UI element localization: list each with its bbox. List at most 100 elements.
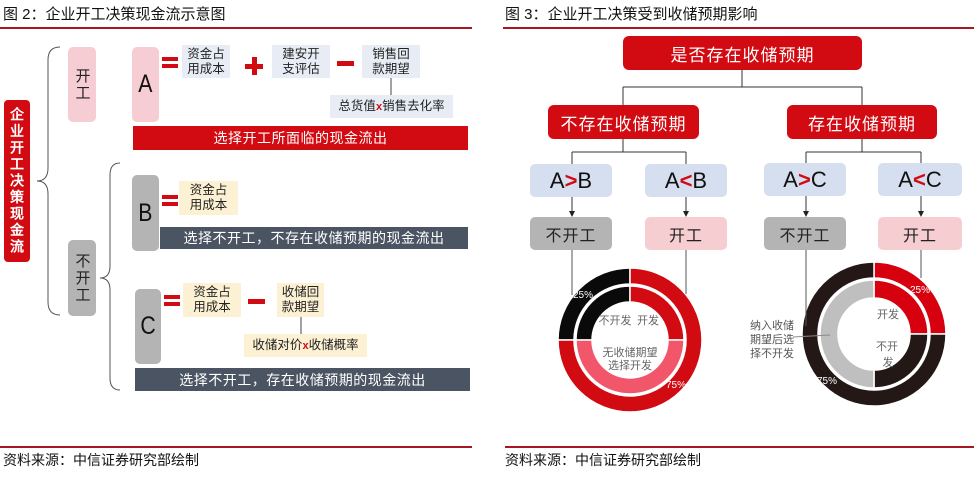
term-line: 资金占 bbox=[187, 46, 225, 61]
term-construction-cost: 建安开 支评估 bbox=[272, 45, 330, 78]
branch-start-box: 开工 bbox=[68, 47, 96, 122]
letter-a-box: A bbox=[132, 47, 159, 122]
outer-segment-not-develop bbox=[801, 261, 947, 407]
pct-label-75: 75% bbox=[666, 380, 686, 391]
figure2-title: 图 2：企业开工决策现金流示意图 bbox=[3, 6, 226, 23]
term-line: 收储回 bbox=[281, 285, 320, 299]
side-label-leader-line bbox=[792, 334, 831, 338]
donut-with-storage-expectation: 25% 75% 开发 不开 发 纳入收储 期望后选 择不开发 bbox=[750, 261, 947, 407]
outflow-bar-c: 选择不开工，存在收储预期的现金流出 bbox=[135, 368, 470, 391]
center-label-bottom-line1: 无收储期望 bbox=[603, 345, 658, 359]
term-line: 用成本 bbox=[187, 61, 225, 76]
decision-not-start: 不开工 bbox=[530, 217, 612, 250]
figure3-source: 资料来源：中信证券研究部绘制 bbox=[505, 452, 701, 468]
outflow-bar-b: 选择不开工，不存在收储预期的现金流出 bbox=[160, 227, 468, 249]
term-line: 销售回 bbox=[372, 46, 410, 61]
term-storage-return: 收储回 款期望 bbox=[277, 283, 324, 317]
side-label-line1: 纳入收储 bbox=[750, 318, 794, 332]
no-start-brace bbox=[99, 162, 121, 391]
letter-b-box: B bbox=[132, 175, 159, 251]
multiply-icon: x bbox=[375, 100, 383, 113]
figure2-footer-rule bbox=[0, 446, 472, 448]
figure3-title: 图 3：企业开工决策受到收储预期影响 bbox=[505, 6, 758, 23]
inner-segment-no-expectation-develop bbox=[575, 339, 685, 395]
sub-formula-left: 收储对价 bbox=[252, 337, 303, 352]
sub-formula-storage: 收储对价x收储概率 bbox=[244, 334, 367, 357]
outer-segment-develop bbox=[557, 267, 703, 413]
letter-b: B bbox=[138, 198, 153, 227]
arrow-head-icon bbox=[803, 211, 809, 217]
case-right: C bbox=[925, 166, 942, 192]
center-label-develop: 开发 bbox=[877, 307, 899, 321]
tree-node-no-expectation: 不存在收储预期 bbox=[548, 105, 699, 139]
tree-root-node: 是否存在收储预期 bbox=[623, 36, 862, 70]
multiply-icon: x bbox=[302, 339, 309, 352]
branch-no-start-label: 不开工 bbox=[73, 252, 91, 304]
term-line: 支评估 bbox=[282, 61, 320, 76]
sub-formula-right: 收储概率 bbox=[308, 337, 359, 352]
case-a-gt-b: A>B bbox=[530, 164, 612, 197]
letter-c-box: C bbox=[135, 289, 161, 364]
term-line: 款期望 bbox=[372, 61, 410, 76]
case-a-gt-c: A>C bbox=[764, 163, 846, 196]
center-label-not-develop-line2: 发 bbox=[883, 355, 894, 369]
case-right: B bbox=[577, 167, 593, 193]
center-label-bottom-line2: 选择开发 bbox=[608, 358, 652, 372]
greater-than-icon: > bbox=[797, 166, 811, 192]
term-capital-cost: 资金占 用成本 bbox=[182, 45, 230, 78]
tree-connector-root bbox=[622, 70, 863, 105]
side-label-line3: 择不开发 bbox=[750, 346, 794, 360]
donut-connector-lines bbox=[571, 250, 922, 326]
figure2-title-rule bbox=[0, 27, 472, 29]
term-sales-return: 销售回 款期望 bbox=[362, 45, 420, 78]
term-line: 建安开 bbox=[282, 46, 320, 61]
figure2-source: 资料来源：中信证券研究部绘制 bbox=[3, 452, 199, 468]
pct-label-25: 25% bbox=[910, 285, 930, 296]
letter-a: A bbox=[138, 70, 153, 98]
greater-than-icon: > bbox=[564, 167, 578, 193]
outflow-bar-a: 选择开工所面临的现金流出 bbox=[133, 126, 468, 150]
case-left: A bbox=[898, 166, 913, 192]
case-right: B bbox=[692, 167, 708, 193]
letter-c: C bbox=[140, 312, 156, 340]
equals-icon bbox=[164, 295, 180, 306]
figure3-footer-rule bbox=[505, 446, 974, 448]
case-right: C bbox=[810, 166, 827, 192]
root-label: 企业开工决策现金流 bbox=[9, 106, 25, 256]
term-line: 款期望 bbox=[281, 300, 320, 314]
arrow-head-icon bbox=[683, 211, 689, 217]
pct-label-25: 25% bbox=[573, 290, 593, 301]
pct-label-75: 75% bbox=[817, 376, 837, 387]
branch-no-start-box: 不开工 bbox=[68, 240, 96, 316]
center-label-develop: 开发 bbox=[637, 313, 659, 327]
main-brace bbox=[36, 46, 61, 316]
center-label-not-develop-line1: 不开 bbox=[876, 341, 898, 353]
equals-icon bbox=[162, 195, 178, 206]
branch-start-label: 开工 bbox=[73, 67, 91, 102]
sub-formula-sales: 总货值x销售去化率 bbox=[330, 95, 453, 118]
case-a-lt-b: A<B bbox=[645, 164, 727, 197]
inner-segment-storage-not-develop bbox=[819, 279, 875, 389]
case-a-lt-c: A<C bbox=[878, 163, 962, 196]
figure3-title-rule bbox=[503, 27, 974, 29]
decision-start: 开工 bbox=[645, 217, 727, 250]
arrow-head-icon bbox=[918, 211, 924, 217]
less-than-icon: < bbox=[912, 166, 926, 192]
term-capital-cost: 资金占 用成本 bbox=[183, 283, 241, 317]
less-than-icon: < bbox=[679, 167, 693, 193]
term-capital-cost: 资金占 用成本 bbox=[179, 181, 238, 215]
case-left: A bbox=[549, 167, 565, 193]
minus-icon bbox=[337, 61, 354, 66]
plus-icon bbox=[245, 57, 263, 75]
tree-connector-left bbox=[571, 139, 687, 164]
tree-connector-right bbox=[805, 139, 922, 163]
sub-formula-right: 销售去化率 bbox=[382, 98, 445, 113]
term-line: 用成本 bbox=[193, 300, 231, 314]
case-left: A bbox=[664, 167, 680, 193]
tree-arrow-lines bbox=[571, 196, 922, 212]
term-line: 用成本 bbox=[189, 198, 228, 212]
side-label-line2: 期望后选 bbox=[750, 333, 794, 346]
arrow-head-icon bbox=[569, 211, 575, 217]
